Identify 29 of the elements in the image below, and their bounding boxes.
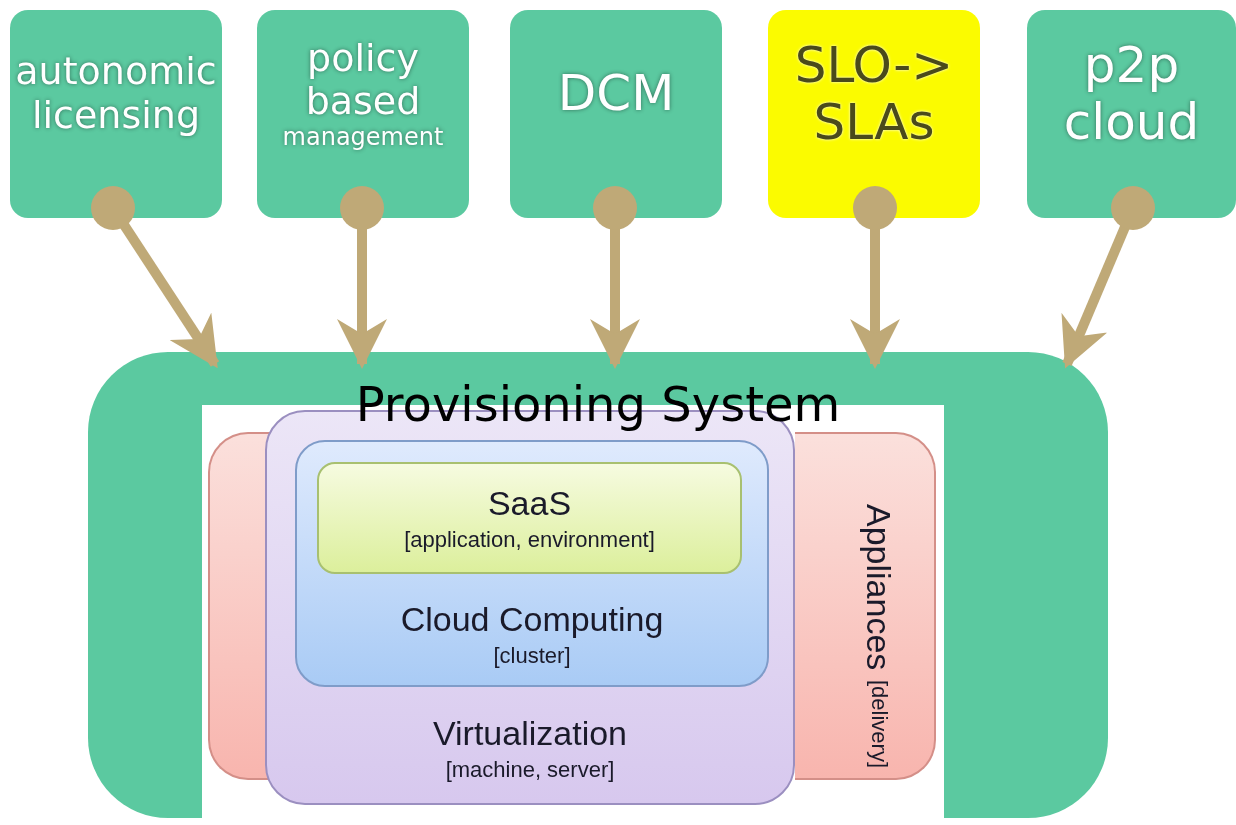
box-label: SLO-> SLAs — [793, 36, 955, 152]
arrow — [91, 186, 220, 369]
topic-box — [257, 10, 469, 218]
box-label: DCM — [557, 65, 675, 123]
topic-box — [1027, 10, 1236, 218]
arrow — [337, 186, 387, 369]
box-label: policy based — [304, 36, 422, 124]
box-label: autonomic licensing — [14, 50, 218, 138]
box-label: p2p cloud — [1062, 36, 1201, 152]
arrow — [1061, 186, 1155, 369]
layer-title: Appliances — [859, 504, 898, 671]
box-label: management — [282, 123, 444, 152]
topic-box — [510, 10, 722, 218]
layer-box — [317, 462, 742, 574]
layer-subtitle: [application, environment] — [404, 526, 655, 553]
layer-title: Cloud Computing — [400, 600, 664, 639]
highlighted-topic-box — [768, 10, 980, 218]
layer-title: Virtualization — [432, 714, 627, 753]
layer-title: SaaS — [487, 483, 572, 523]
layer-subtitle: [machine, server] — [445, 757, 615, 783]
layer-subtitle: [delivery] — [865, 680, 892, 769]
system-container — [88, 352, 1108, 818]
topic-box — [10, 10, 222, 218]
layer-box — [295, 440, 769, 687]
layer-subtitle: [cluster] — [493, 643, 571, 669]
arrow — [850, 186, 900, 369]
system-title: Provisioning System — [354, 376, 842, 432]
arrow — [590, 186, 640, 369]
layer-box — [795, 432, 936, 780]
